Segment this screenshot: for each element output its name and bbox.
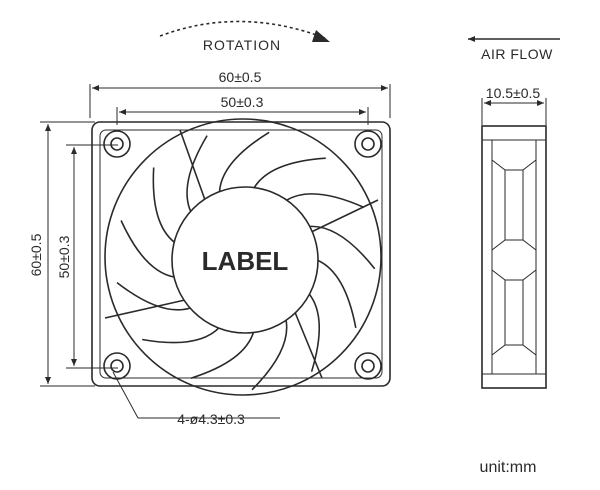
hole-width-label: 50±0.3 [221,94,264,110]
fan-blade [308,225,376,270]
fan-hub [171,186,319,334]
unit-label: unit:mm [480,459,537,476]
mount-hole-label: 4-ø4.3±0.3 [177,411,245,427]
fan-blade [285,193,365,209]
fan-blade [152,167,176,244]
fan-blade [190,331,255,379]
strut-bottom-right [291,304,323,379]
fan-blade [120,220,176,278]
fan-blade [251,319,288,391]
strut-top [179,129,206,201]
rotation-arrow-head [312,30,330,42]
strut-right [304,199,379,236]
overall-width-label: 60±0.5 [219,69,262,85]
fan-blade [142,326,221,344]
hub-label: LABEL [202,246,289,276]
fan-blade [218,131,270,193]
thickness-label: 10.5±0.5 [486,85,541,101]
hole-height-label: 50±0.3 [56,235,72,278]
fan-side-view [481,125,547,389]
mount-hole-top-right [354,130,382,158]
mount-hole-leader [112,371,139,419]
fan-blade [253,157,326,189]
fan-front-view: LABEL [91,118,391,396]
strut-bottom-left [104,299,186,319]
airflow-label: AIR FLOW [481,46,553,62]
mount-hole-top-left [103,130,131,158]
overall-height-label: 60±0.5 [28,233,44,276]
fan-housing-circle [104,118,382,396]
fan-blade [316,259,357,329]
rotation-label: ROTATION [203,37,281,53]
fan-blades [116,131,376,391]
mount-hole-bottom-right [354,352,382,380]
fan-blade [186,135,208,213]
mount-hole-bottom-left [103,352,131,380]
rotation-arrow [159,20,326,39]
